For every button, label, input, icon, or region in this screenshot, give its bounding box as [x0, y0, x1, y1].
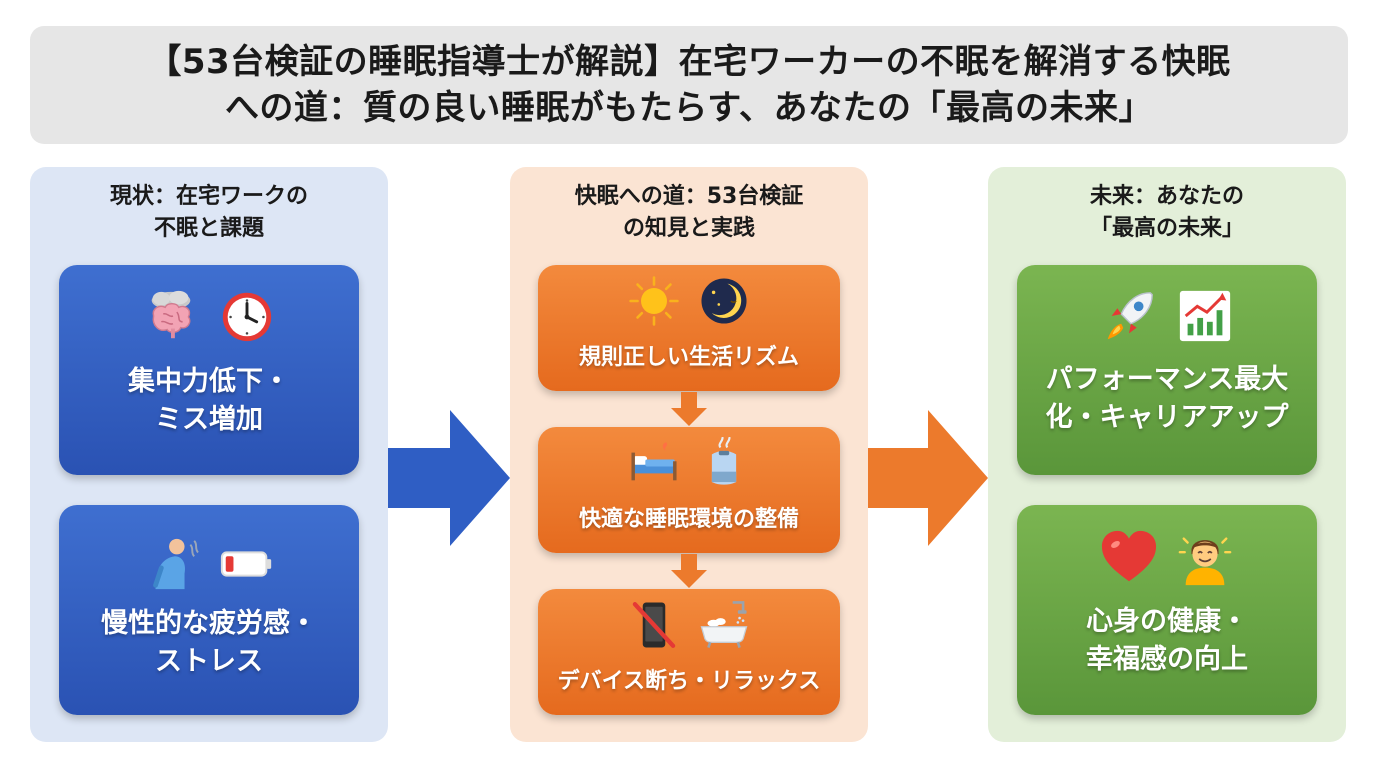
humidifier-icon — [711, 437, 737, 485]
no-phone-icon — [632, 602, 676, 648]
performance-card: パフォーマンス最大 化・キャリアアップ — [1017, 265, 1317, 475]
future-column: 未来：あなたの 「最高の未来」 パフォーマンス — [988, 167, 1346, 742]
chronic-fatigue-card: 慢性的な疲労感・ ストレス — [59, 505, 359, 715]
growth-chart-icon — [1179, 290, 1231, 342]
current-state-column: 現状：在宅ワークの 不眠と課題 集中力低下・ ミス増 — [30, 167, 388, 742]
path-column: 快眠への道：53台検証 の知見と実践 規則正しい生活リズム — [510, 167, 868, 742]
wellbeing-card: 心身の健康・ 幸福感の向上 — [1017, 505, 1317, 715]
sleep-environment-card: 快適な睡眠環境の整備 — [538, 427, 840, 553]
heart-icon — [1101, 530, 1157, 582]
sun-icon — [629, 276, 679, 326]
digital-detox-card: デバイス断ち・リラックス — [538, 589, 840, 715]
title-line-1: 【53台検証の睡眠指導士が解説】在宅ワーカーの不眠を解消する快眠 — [147, 42, 1231, 82]
low-battery-icon — [220, 551, 272, 577]
future-heading: 未来：あなたの 「最高の未来」 — [1089, 184, 1244, 241]
tired-person-icon — [153, 538, 199, 590]
rocket-icon — [1107, 292, 1153, 340]
moon-icon — [701, 278, 747, 324]
bathtub-icon — [700, 601, 748, 648]
current-state-heading: 現状：在宅ワークの 不眠と課題 — [109, 184, 308, 241]
happy-person-icon — [1178, 537, 1232, 586]
brain-fog-icon — [151, 290, 191, 339]
step-arrow-2 — [671, 554, 707, 588]
concentration-loss-card: 集中力低下・ ミス増加 — [59, 265, 359, 475]
regular-rhythm-card: 規則正しい生活リズム — [538, 265, 840, 391]
step-arrow-1 — [671, 392, 707, 426]
path-heading: 快眠への道：53台検証 の知見と実践 — [574, 184, 804, 241]
flow-arrow-to-future — [868, 410, 988, 546]
title-line-2: への道：質の良い睡眠がもたらす、あなたの「最高の未来」 — [224, 88, 1154, 128]
title-banner: 【53台検証の睡眠指導士が解説】在宅ワーカーの不眠を解消する快眠 への道：質の良… — [30, 26, 1348, 144]
clock-icon — [222, 292, 272, 342]
flow-arrow-to-path — [388, 410, 510, 546]
bed-icon — [631, 442, 677, 481]
